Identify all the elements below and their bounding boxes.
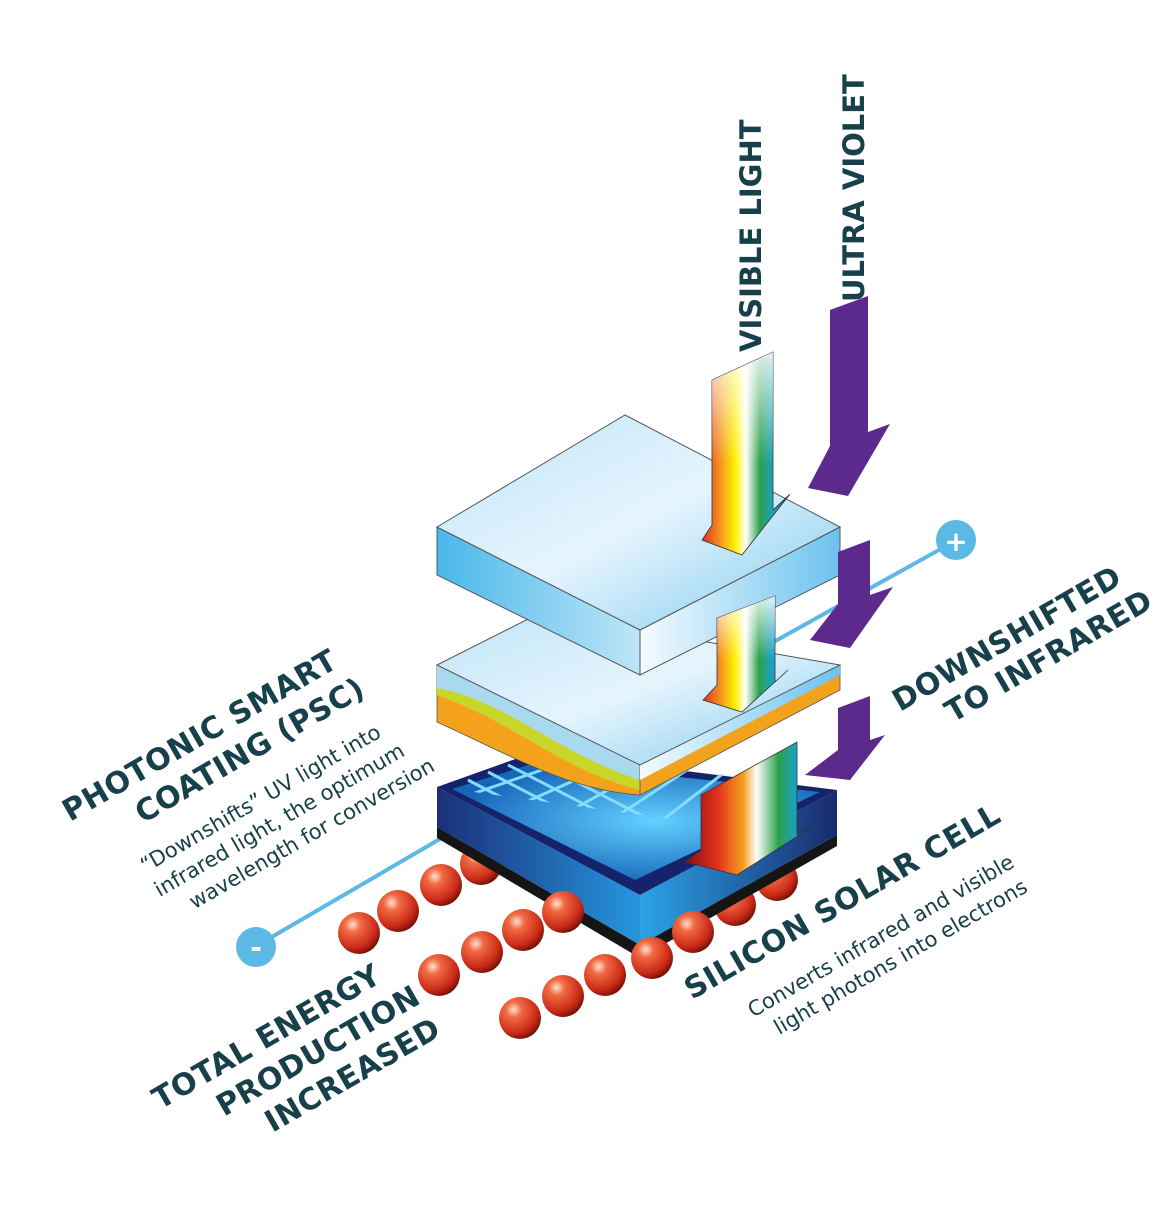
electron	[542, 891, 584, 933]
electron	[338, 912, 380, 954]
downshifted-label: DOWNSHIFTED TO INFRARED	[887, 559, 1159, 730]
negative-terminal: -	[236, 927, 276, 967]
electron	[631, 937, 673, 979]
positive-sign: +	[944, 525, 967, 558]
solar-cell-desc-line2: light photons into electrons	[770, 874, 1032, 1039]
downshifted-arrow	[684, 741, 816, 876]
positive-terminal: +	[936, 520, 976, 560]
ultra-violet-label: ULTRA VIOLET	[837, 74, 871, 302]
cell-base-left	[437, 827, 640, 958]
psc-desc-line2: infrared light, the optimum	[150, 738, 409, 901]
uv-arrow-1	[808, 296, 890, 496]
negative-wire	[256, 830, 454, 947]
visible-light-arrows	[684, 351, 816, 876]
cell-left-face	[437, 787, 640, 945]
uv-arrow-2	[810, 540, 893, 648]
energy-label: TOTAL ENERGY PRODUCTION INCREASED	[147, 957, 447, 1139]
uv-arrow-3	[805, 696, 885, 780]
electrons-front	[338, 890, 714, 1039]
ultraviolet-arrows	[805, 296, 893, 780]
electron	[502, 909, 544, 951]
electron	[499, 997, 541, 1039]
electron	[461, 931, 503, 973]
psc-glass-side	[437, 665, 640, 780]
glass-top-face	[435, 414, 842, 631]
electron	[542, 975, 584, 1017]
negative-sign: -	[250, 931, 262, 964]
electron	[672, 911, 714, 953]
electron	[377, 890, 419, 932]
psc-right-face	[640, 665, 840, 780]
top-glass-layer	[435, 414, 842, 676]
visible-light-label: VISIBLE LIGHT	[734, 119, 768, 352]
electron	[418, 954, 460, 996]
electron	[584, 954, 626, 996]
electron	[420, 864, 462, 906]
psc-label: PHOTONIC SMART COATING (PSC) “Downshifts…	[57, 643, 439, 914]
